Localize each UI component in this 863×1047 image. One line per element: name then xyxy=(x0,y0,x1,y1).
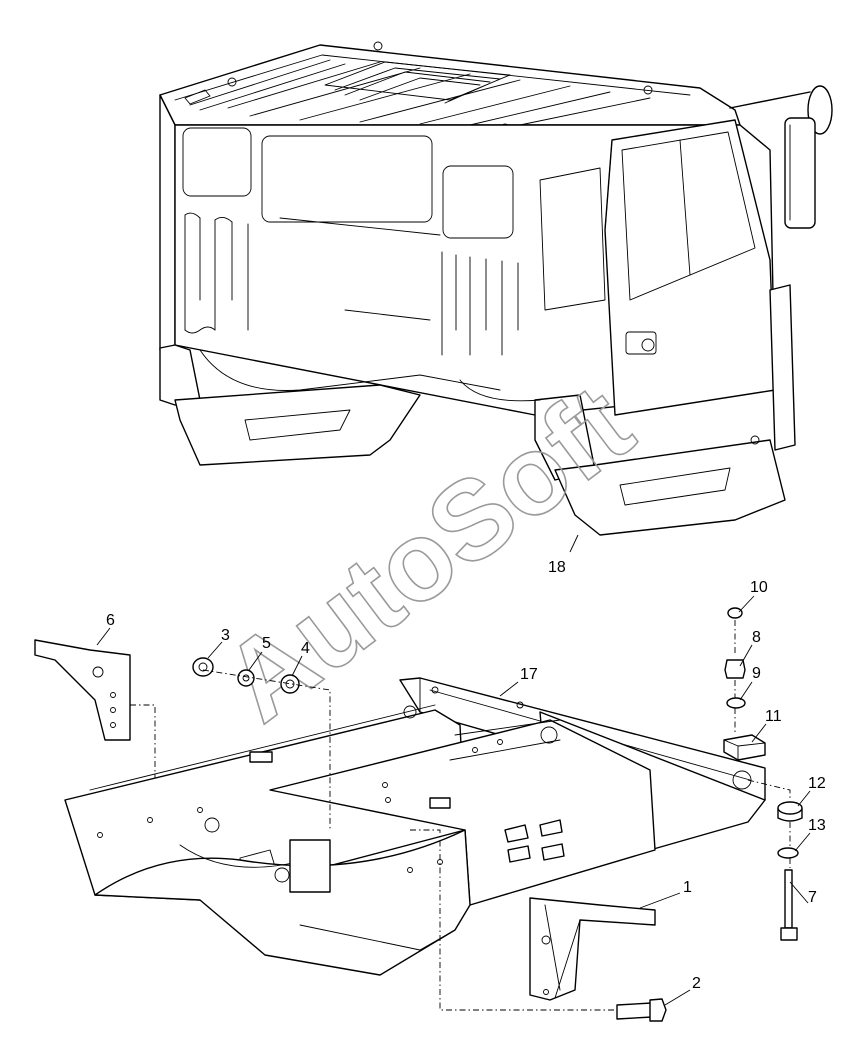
callout-1: 1 xyxy=(683,879,692,896)
chassis-frame xyxy=(64,677,766,976)
callout-10: 10 xyxy=(750,579,768,596)
callout-13: 13 xyxy=(808,817,826,834)
callout-3: 3 xyxy=(221,627,230,644)
bracket-part-6 xyxy=(34,639,131,741)
bolt-part-7 xyxy=(780,869,798,941)
callout-17: 17 xyxy=(520,666,538,683)
callout-6: 6 xyxy=(106,612,115,629)
washer-part-4 xyxy=(280,674,300,694)
cab-assembly xyxy=(159,41,833,536)
washer-part-13 xyxy=(777,847,799,859)
washer-part-10 xyxy=(727,607,743,619)
callout-8: 8 xyxy=(752,629,761,646)
callout-12: 12 xyxy=(808,775,826,792)
bracket-part-1 xyxy=(529,897,656,1001)
block-part-11 xyxy=(723,734,766,761)
callout-18: 18 xyxy=(548,559,566,576)
washer-part-5 xyxy=(237,669,255,687)
bushing-part-12 xyxy=(777,801,803,822)
callout-5: 5 xyxy=(262,635,271,652)
washer-part-9 xyxy=(726,697,746,709)
callout-7: 7 xyxy=(808,889,817,906)
callout-9: 9 xyxy=(752,665,761,682)
leader-lines xyxy=(96,534,811,1006)
callout-4: 4 xyxy=(301,640,310,657)
callout-11: 11 xyxy=(765,708,782,725)
bolt-part-2 xyxy=(616,998,667,1022)
nut-part-3 xyxy=(192,657,214,677)
callout-2: 2 xyxy=(692,975,701,992)
